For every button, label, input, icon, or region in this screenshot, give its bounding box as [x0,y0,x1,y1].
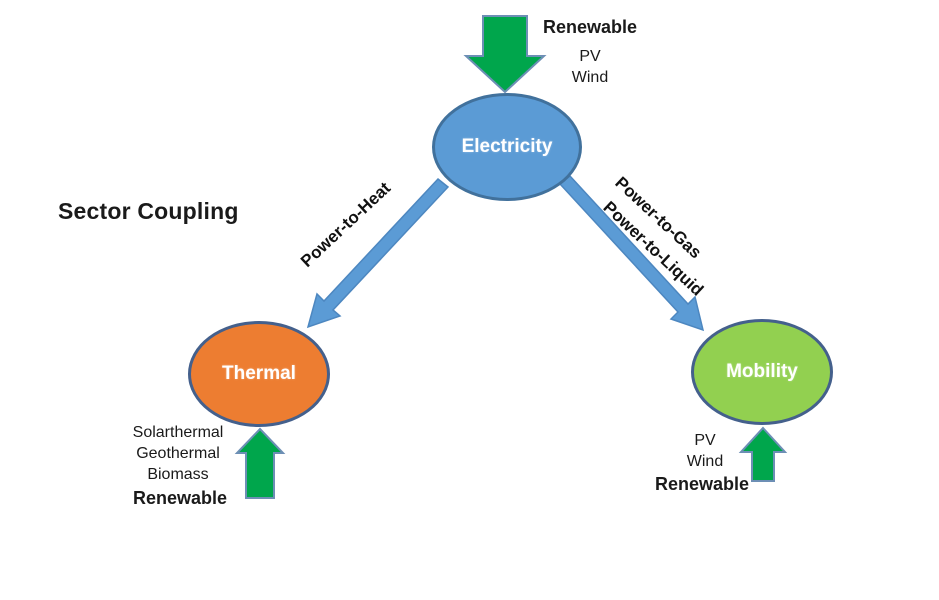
power-to-gas-liquid-arrow [558,174,705,332]
electricity-renewable-label: Renewable [542,17,638,37]
power-to-heat-arrow [306,177,450,329]
electricity-source-list: PV Wind [572,46,608,88]
thermal-source-list: Solarthermal Geothermal Biomass [133,422,224,485]
electricity-source-item: Wind [571,69,609,86]
mobility-source-item: PV [694,432,716,449]
node-thermal-label: Thermal [222,363,296,384]
node-thermal: Thermal [188,321,330,427]
renewable-to-mobility-arrow [738,426,788,482]
renewable-to-electricity-arrow [463,15,547,94]
thermal-renewable-label: Renewable [132,488,228,508]
thermal-source-item: Biomass [147,466,209,483]
thermal-source-item: Solarthermal [132,424,224,441]
mobility-renewable-label: Renewable [654,474,750,494]
node-electricity: Electricity [432,93,582,201]
diagram-title: Sector Coupling [58,198,239,224]
node-mobility-label: Mobility [726,361,798,382]
electricity-source-item: PV [579,48,601,65]
node-mobility: Mobility [691,319,833,425]
node-electricity-label: Electricity [461,136,553,157]
mobility-source-item: Wind [686,453,724,470]
renewable-to-thermal-arrow [234,427,286,499]
thermal-source-item: Geothermal [136,445,220,462]
mobility-source-list: PV Wind [687,430,723,472]
